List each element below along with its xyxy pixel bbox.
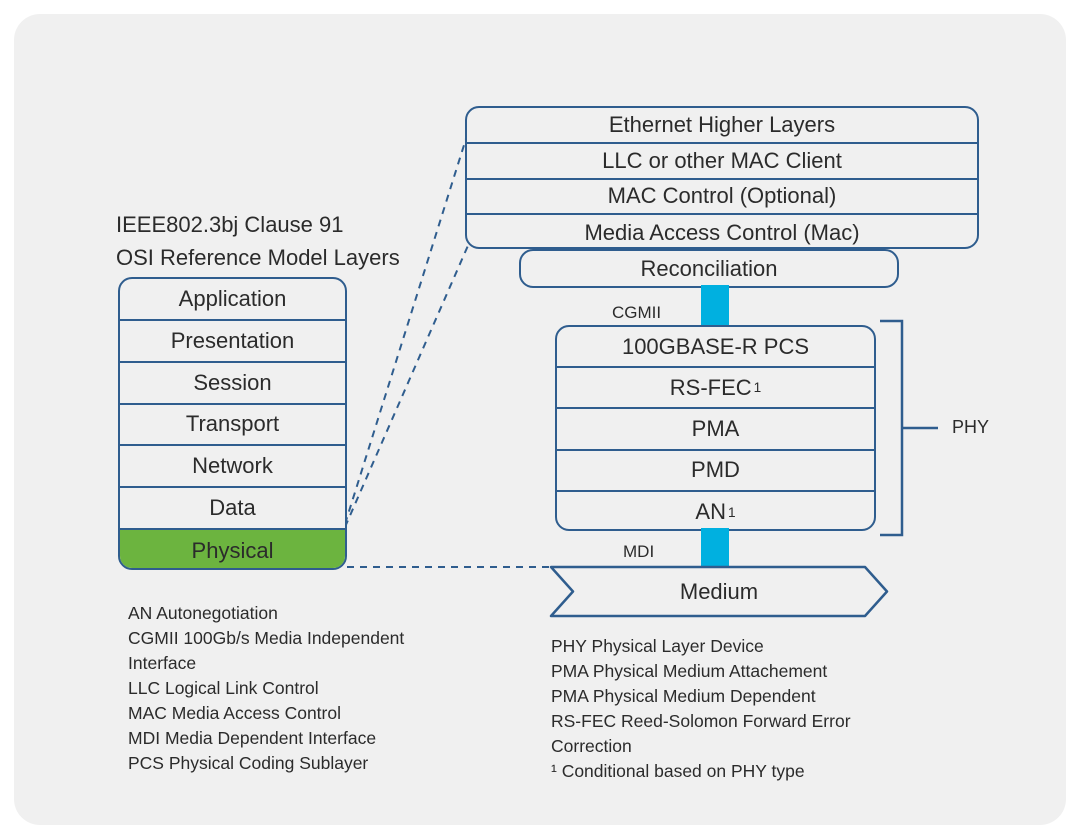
mdi-label: MDI — [623, 542, 655, 561]
eth-layer-mac-control[interactable]: MAC Control (Optional) — [467, 180, 977, 216]
phy-layer-rs-fec-label: RS-FEC — [669, 374, 752, 400]
legend-right-item-pma: PMA Physical Medium Attachement — [551, 661, 828, 681]
osi-layer-session[interactable]: Session — [120, 363, 345, 405]
legend-right-item-phy: PHY Physical Layer Device — [551, 636, 764, 656]
osi-layer-application[interactable]: Application — [120, 279, 345, 321]
cgmii-label: CGMII — [612, 303, 662, 322]
footnote-marker-rs-fec: 1 — [753, 379, 762, 395]
osi-layer-data[interactable]: Data — [120, 488, 345, 531]
legend-left-item-mac: MAC Media Access Control — [128, 703, 341, 723]
reconciliation-box: Reconciliation — [519, 249, 899, 288]
page-title-line-2: OSI Reference Model Layers — [116, 245, 400, 270]
phy-layer-pmd[interactable]: PMD — [557, 451, 874, 492]
legend-left-item-cgmii: CGMII 100Gb/s Media Independent Interfac… — [128, 628, 405, 673]
legend-right-item-pmd: PMA Physical Medium Dependent — [551, 686, 816, 706]
eth-layer-llc-mac-client[interactable]: LLC or other MAC Client — [467, 144, 977, 180]
mdi-interface-bar — [701, 528, 729, 572]
phy-layer-pcs[interactable]: 100GBASE-R PCS — [557, 327, 874, 369]
phy-bracket-label: PHY — [952, 417, 990, 437]
legend-left-item-an: AN Autonegotiation — [128, 603, 278, 623]
leader-line-upper — [344, 125, 471, 525]
footnote-marker-an: 1 — [727, 504, 736, 520]
medium-shape[interactable]: Medium — [549, 565, 889, 618]
legend-left: AN Autonegotiation CGMII 100Gb/s Media I… — [128, 601, 468, 776]
phy-layer-pcs-label: 100GBASE-R PCS — [621, 333, 810, 359]
eth-layer-media-access-control[interactable]: Media Access Control (Mac) — [584, 220, 860, 246]
eth-layer-higher-layers[interactable]: Ethernet Higher Layers — [467, 108, 977, 144]
osi-layer-presentation[interactable]: Presentation — [120, 321, 345, 363]
diagram-card: IEEE802.3bj Clause 91 OSI Reference Mode… — [14, 14, 1066, 825]
legend-right-item-footnote: ¹ Conditional based on PHY type — [551, 761, 805, 781]
legend-right: PHY Physical Layer Device PMA Physical M… — [551, 634, 911, 784]
osi-reference-model-stack: Application Presentation Session Transpo… — [118, 277, 347, 570]
legend-left-item-mdi: MDI Media Dependent Interface — [128, 728, 377, 748]
phy-layer-pma[interactable]: PMA — [557, 409, 874, 451]
legend-right-item-rs-fec: RS-FEC Reed-Solomon Forward Error Correc… — [551, 711, 851, 756]
medium-label: Medium — [679, 578, 759, 604]
osi-layer-physical[interactable]: Physical — [120, 530, 345, 568]
phy-layer-an-label: AN — [695, 499, 726, 525]
leader-line-lower — [344, 240, 471, 528]
legend-left-item-pcs: PCS Physical Coding Sublayer — [128, 753, 369, 773]
reconciliation-label[interactable]: Reconciliation — [640, 255, 778, 281]
phy-bracket — [880, 319, 938, 537]
cgmii-interface-bar — [701, 285, 729, 329]
phy-layer-pmd-label: PMD — [691, 457, 740, 483]
phy-layer-pma-label: PMA — [691, 415, 740, 441]
legend-left-item-llc: LLC Logical Link Control — [128, 678, 319, 698]
osi-layer-network[interactable]: Network — [120, 446, 345, 489]
page-title-line-1: IEEE802.3bj Clause 91 — [116, 212, 344, 237]
medium-chevron-outline — [549, 565, 889, 618]
osi-layer-transport[interactable]: Transport — [120, 405, 345, 447]
ethernet-layers-stack: Ethernet Higher Layers LLC or other MAC … — [465, 106, 979, 249]
